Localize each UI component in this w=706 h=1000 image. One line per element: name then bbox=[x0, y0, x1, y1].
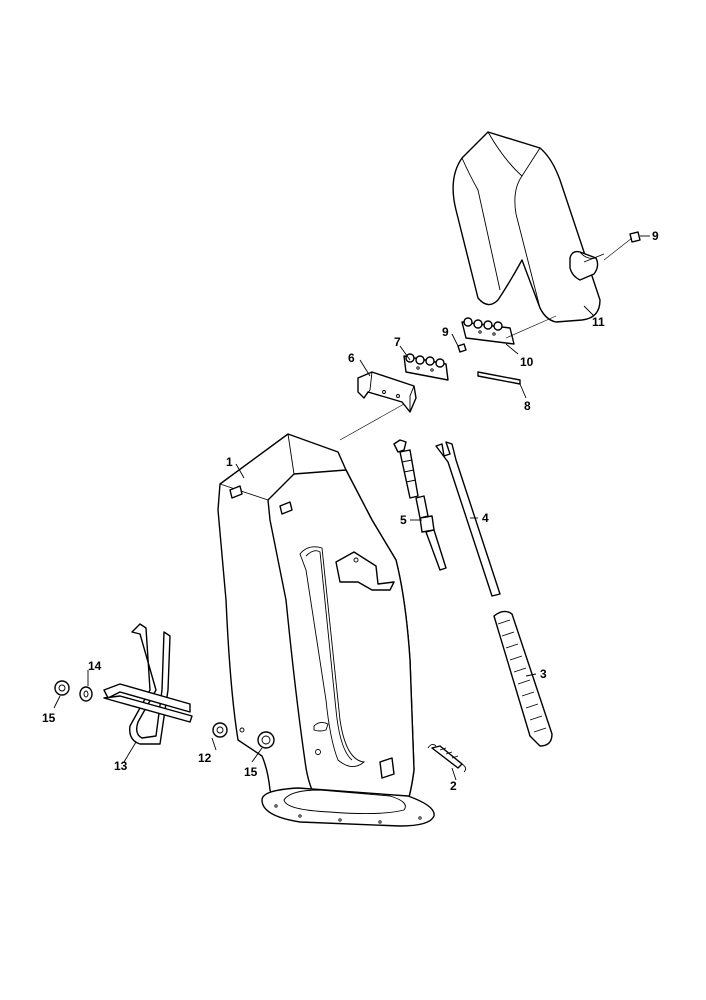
callout-10: 10 bbox=[520, 355, 534, 369]
callout-6: 6 bbox=[348, 351, 355, 365]
callout-9-upper: 9 bbox=[652, 229, 659, 243]
mounting-bracket bbox=[357, 371, 417, 413]
callout-5: 5 bbox=[400, 513, 407, 527]
washer bbox=[79, 686, 93, 702]
bracket-upper bbox=[461, 317, 515, 345]
tension-spring bbox=[427, 743, 467, 773]
wire-handle bbox=[103, 623, 193, 745]
callout-15-left: 15 bbox=[42, 711, 56, 725]
hinge-pin bbox=[477, 371, 521, 385]
callout-8: 8 bbox=[524, 399, 531, 413]
callout-15-chute: 15 bbox=[244, 765, 258, 779]
nut-left bbox=[54, 680, 70, 696]
screw-middle bbox=[457, 343, 467, 353]
screw-upper bbox=[629, 231, 650, 243]
callout-13: 13 bbox=[114, 759, 128, 773]
control-cable bbox=[393, 439, 447, 571]
discharge-chute bbox=[217, 433, 435, 827]
deflector-hood bbox=[452, 131, 605, 323]
control-rod bbox=[435, 441, 501, 597]
callout-1: 1 bbox=[226, 455, 233, 469]
nut-chute bbox=[257, 731, 275, 749]
callout-7: 7 bbox=[394, 335, 401, 349]
flex-spring bbox=[493, 610, 553, 747]
knob bbox=[212, 722, 228, 738]
callout-4: 4 bbox=[482, 511, 489, 525]
callout-11: 11 bbox=[592, 315, 605, 329]
callout-12: 12 bbox=[198, 751, 212, 765]
callout-14: 14 bbox=[88, 659, 102, 673]
callout-2: 2 bbox=[450, 779, 457, 793]
callout-3: 3 bbox=[540, 667, 547, 681]
callout-9-middle: 9 bbox=[442, 325, 449, 339]
bracket-middle bbox=[403, 353, 449, 381]
